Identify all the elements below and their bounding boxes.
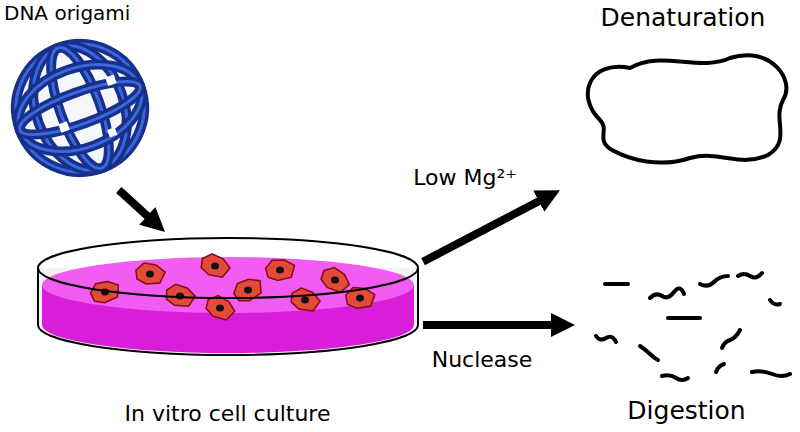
node-label: Digestion	[627, 397, 745, 426]
node-label: In vitro cell culture	[125, 401, 331, 426]
denatured-strand	[588, 55, 787, 162]
node-label: DNA origami	[4, 2, 130, 25]
process-arrow	[423, 321, 563, 329]
figure-node: Digestion	[575, 262, 798, 430]
petri-dish	[38, 238, 418, 355]
figure-node: Denaturation	[560, 0, 798, 195]
origami-sphere	[0, 26, 162, 190]
dna-fragments	[596, 273, 790, 380]
edge-label: Nuclease	[429, 347, 536, 372]
process-arrow	[119, 190, 156, 224]
figure-node: In vitro cell culture	[38, 232, 423, 430]
process-arrow	[423, 196, 549, 262]
node-label: Denaturation	[601, 4, 766, 33]
edge-label: Low Mg²⁺	[410, 165, 520, 190]
figure-node: DNA origami	[0, 0, 165, 190]
